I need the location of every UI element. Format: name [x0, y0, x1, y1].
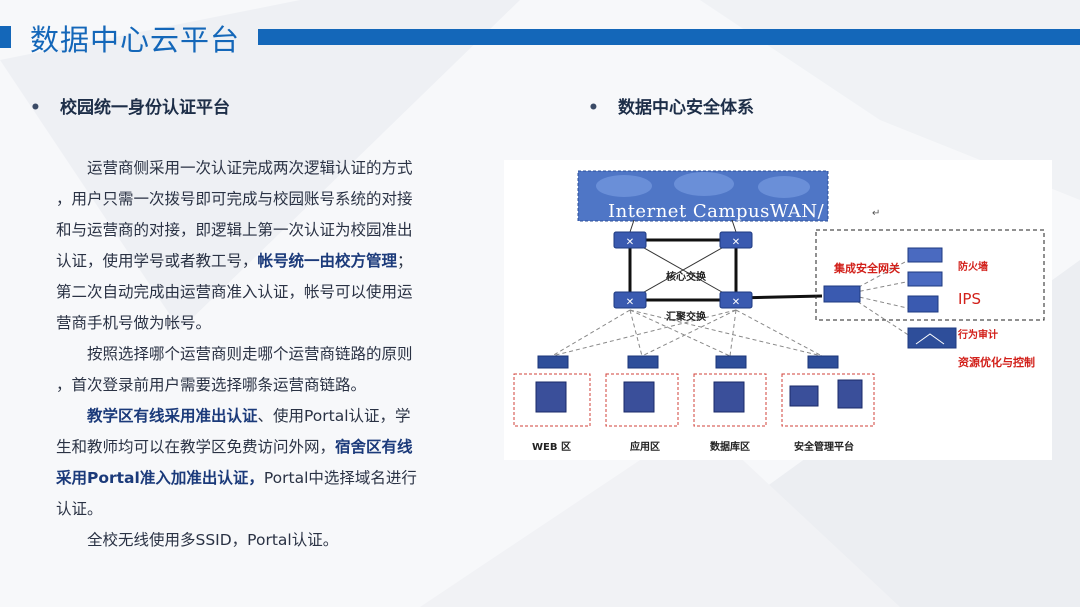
diagram-graphics: ✕ ✕ ✕ ✕ [513, 170, 1045, 427]
audit-icon [907, 327, 957, 349]
optimize-label: 资源优化与控制 [958, 356, 1035, 369]
emphasis-text: 帐号统一由校方管理 [257, 252, 398, 270]
svg-text:✕: ✕ [626, 297, 634, 308]
svg-text:✕: ✕ [732, 297, 740, 308]
zone-boxes [513, 373, 875, 427]
left-heading: • 校园统一身份认证平台 [30, 93, 230, 118]
zone-web-label: WEB 区 [532, 442, 571, 453]
emphasis-text: 教学区有线采用准出认证 [87, 407, 258, 425]
aggregation-switch-label: 汇聚交换 [666, 312, 706, 323]
text-line: 生和教师均可以在教学区免费访问外网， [56, 438, 336, 456]
left-body: 运营商侧采用一次认证完成两次逻辑认证的方式 ，用户只需一次拨号即可完成与校园账号… [56, 153, 448, 556]
access-links [551, 255, 917, 357]
para-1: 运营商侧采用一次认证完成两次逻辑认证的方式 ，用户只需一次拨号即可完成与校园账号… [56, 153, 448, 339]
page-title: 数据中心云平台 [30, 23, 241, 57]
svg-text:✕: ✕ [732, 237, 740, 248]
text-line: ，首次登录前用户需要选择哪条运营商链路。 [56, 376, 367, 394]
core-switch-label: 核心交换 [666, 272, 706, 283]
text-line: 、使用Portal认证，学 [257, 407, 411, 425]
para-2: 按照选择哪个运营商则走哪个运营商链路的原则 ，首次登录前用户需要选择哪条运营商链… [56, 339, 448, 401]
zone-app-label: 应用区 [630, 442, 660, 453]
text-line: 运营商侧采用一次认证完成两次逻辑认证的方式 [87, 159, 413, 177]
right-heading-text: 数据中心安全体系 [618, 98, 754, 118]
para-4: 全校无线使用多SSID，Portal认证。 [56, 525, 448, 556]
text-line: 全校无线使用多SSID，Portal认证。 [87, 531, 339, 549]
server-icons [535, 379, 863, 413]
svg-text:✕: ✕ [626, 237, 634, 248]
text-line: 第二次自动完成由运营商准入认证，帐号可以使用运 [56, 283, 413, 301]
cloud-puff [758, 176, 810, 198]
cloud-puff [596, 175, 652, 197]
gateway-icon [823, 285, 861, 303]
text-line: 认证，使用学号或者教工号， [56, 252, 258, 270]
gateway-label: 集成安全网关 [834, 262, 900, 275]
access-switch-icons [537, 355, 839, 369]
title-accent-bar [0, 26, 11, 48]
core-switch-icons [613, 231, 753, 309]
return-mark: ↵ [872, 208, 881, 219]
emphasis-text: 采用Portal准入加准出认证， [56, 469, 264, 487]
thin-links [629, 219, 737, 301]
text-line: 营商手机号做为帐号。 [56, 314, 212, 332]
bullet-dot: • [588, 98, 599, 118]
audit-glyph [915, 333, 945, 345]
emphasis-text: 宿舍区有线 [335, 438, 413, 456]
ips-icon [907, 295, 939, 313]
audit-label: 行为审计 [958, 330, 998, 341]
left-heading-text: 校园统一身份认证平台 [60, 98, 230, 118]
core-links [628, 238, 823, 302]
bullet-dot: • [30, 98, 41, 118]
right-heading: • 数据中心安全体系 [588, 93, 754, 118]
para-3: 教学区有线采用准出认证、使用Portal认证，学 生和教师均可以在教学区免费访问… [56, 401, 448, 525]
firewall-icon [907, 247, 943, 263]
ips-label: IPS [958, 290, 981, 308]
text-line: 按照选择哪个运营商则走哪个运营商链路的原则 [87, 345, 413, 363]
text-line: ； [397, 252, 413, 270]
title-rule [258, 29, 1080, 45]
zone-security-label: 安全管理平台 [794, 442, 854, 453]
zone-db-label: 数据库区 [710, 442, 750, 453]
security-zone-box [815, 229, 1045, 321]
firewall-label: 防火墙 [958, 262, 988, 273]
text-line: 和与运营商的对接，即逻辑上第一次认证为校园准出 [56, 221, 413, 239]
cloud-text: Internet CampusWAN/ [608, 201, 825, 222]
text-line: ，用户只需一次拨号即可完成与校园账号系统的对接 [56, 190, 413, 208]
text-line: Portal中选择域名进行 [263, 469, 417, 487]
cloud-puff [674, 172, 734, 196]
text-line: 认证。 [56, 500, 103, 518]
security-network-diagram: ✕ ✕ ✕ ✕ [504, 160, 1052, 460]
firewall-icon-2 [907, 271, 943, 287]
switch-arrows: ✕ ✕ ✕ ✕ [626, 237, 740, 308]
